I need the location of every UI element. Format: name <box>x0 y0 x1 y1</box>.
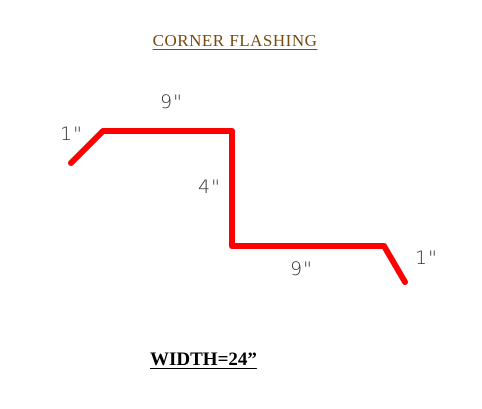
diagram-title: CORNER FLASHING <box>152 31 318 50</box>
width-label: WIDTH=24” <box>150 349 257 370</box>
dimension-rise: 4" <box>198 176 221 198</box>
dimension-right-lip: 1" <box>415 247 438 269</box>
dimension-top-flange: 9" <box>160 91 183 113</box>
dimension-left-lip: 1" <box>60 123 83 145</box>
dimension-bottom-flange: 9" <box>290 258 313 280</box>
flashing-profile-line <box>68 128 408 285</box>
